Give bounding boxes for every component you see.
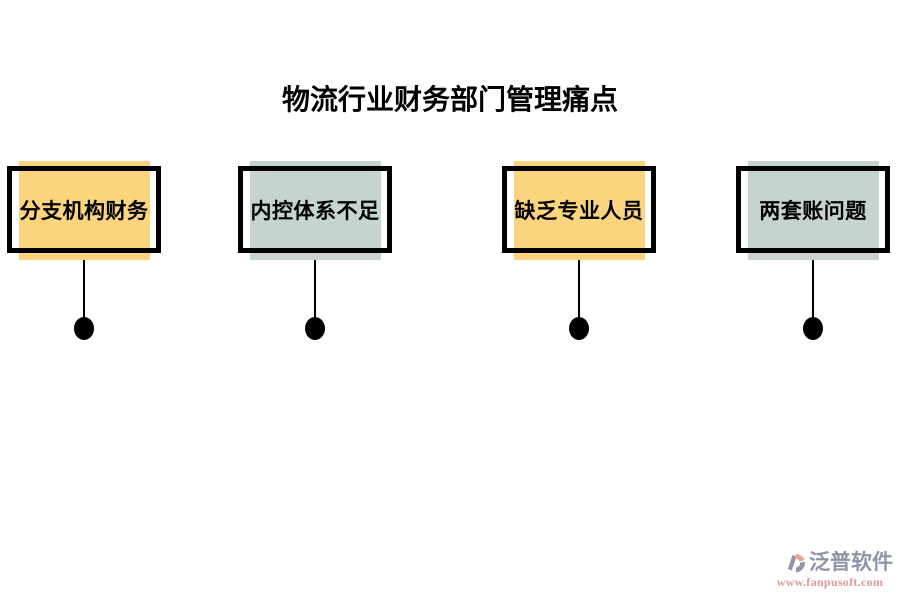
pain-point-internal-control: 内控体系不足 <box>238 161 392 341</box>
box-highlight-fill <box>250 161 381 260</box>
pain-point-branch-finance: 分支机构财务 <box>7 161 161 341</box>
box-label: 内控体系不足 <box>250 199 380 223</box>
brand-name: 泛普软件 <box>809 551 893 574</box>
connector-line <box>83 260 85 317</box>
connector-dot <box>74 317 94 340</box>
connector-line <box>812 260 814 317</box>
pain-point-double-books: 两套账问题 <box>736 161 890 341</box>
box-label: 分支机构财务 <box>19 199 149 223</box>
box-frame <box>7 166 161 253</box>
box-highlight-fill <box>748 161 879 260</box>
box-frame <box>238 166 392 253</box>
brand-url: www.fanpusoft.com <box>776 575 884 589</box>
page-title: 物流行业财务部门管理痛点 <box>281 84 618 115</box>
connector-line <box>314 260 316 317</box>
connector-dot <box>305 317 325 340</box>
box-highlight-fill <box>19 161 150 260</box>
box-frame <box>736 166 890 253</box>
box-label: 缺乏专业人员 <box>514 199 644 223</box>
connector-line <box>578 260 580 317</box>
connector-dot <box>569 317 589 340</box>
connector-dot <box>803 317 823 340</box>
box-highlight-fill <box>514 161 645 260</box>
box-frame <box>502 166 656 253</box>
brand-row: 泛普软件 <box>767 550 893 576</box>
fanpu-logo-icon <box>787 553 805 573</box>
brand-watermark: 泛普软件 www.fanpusoft.com <box>767 550 893 590</box>
box-label: 两套账问题 <box>759 199 867 223</box>
pain-point-lack-of-professionals: 缺乏专业人员 <box>502 161 656 341</box>
